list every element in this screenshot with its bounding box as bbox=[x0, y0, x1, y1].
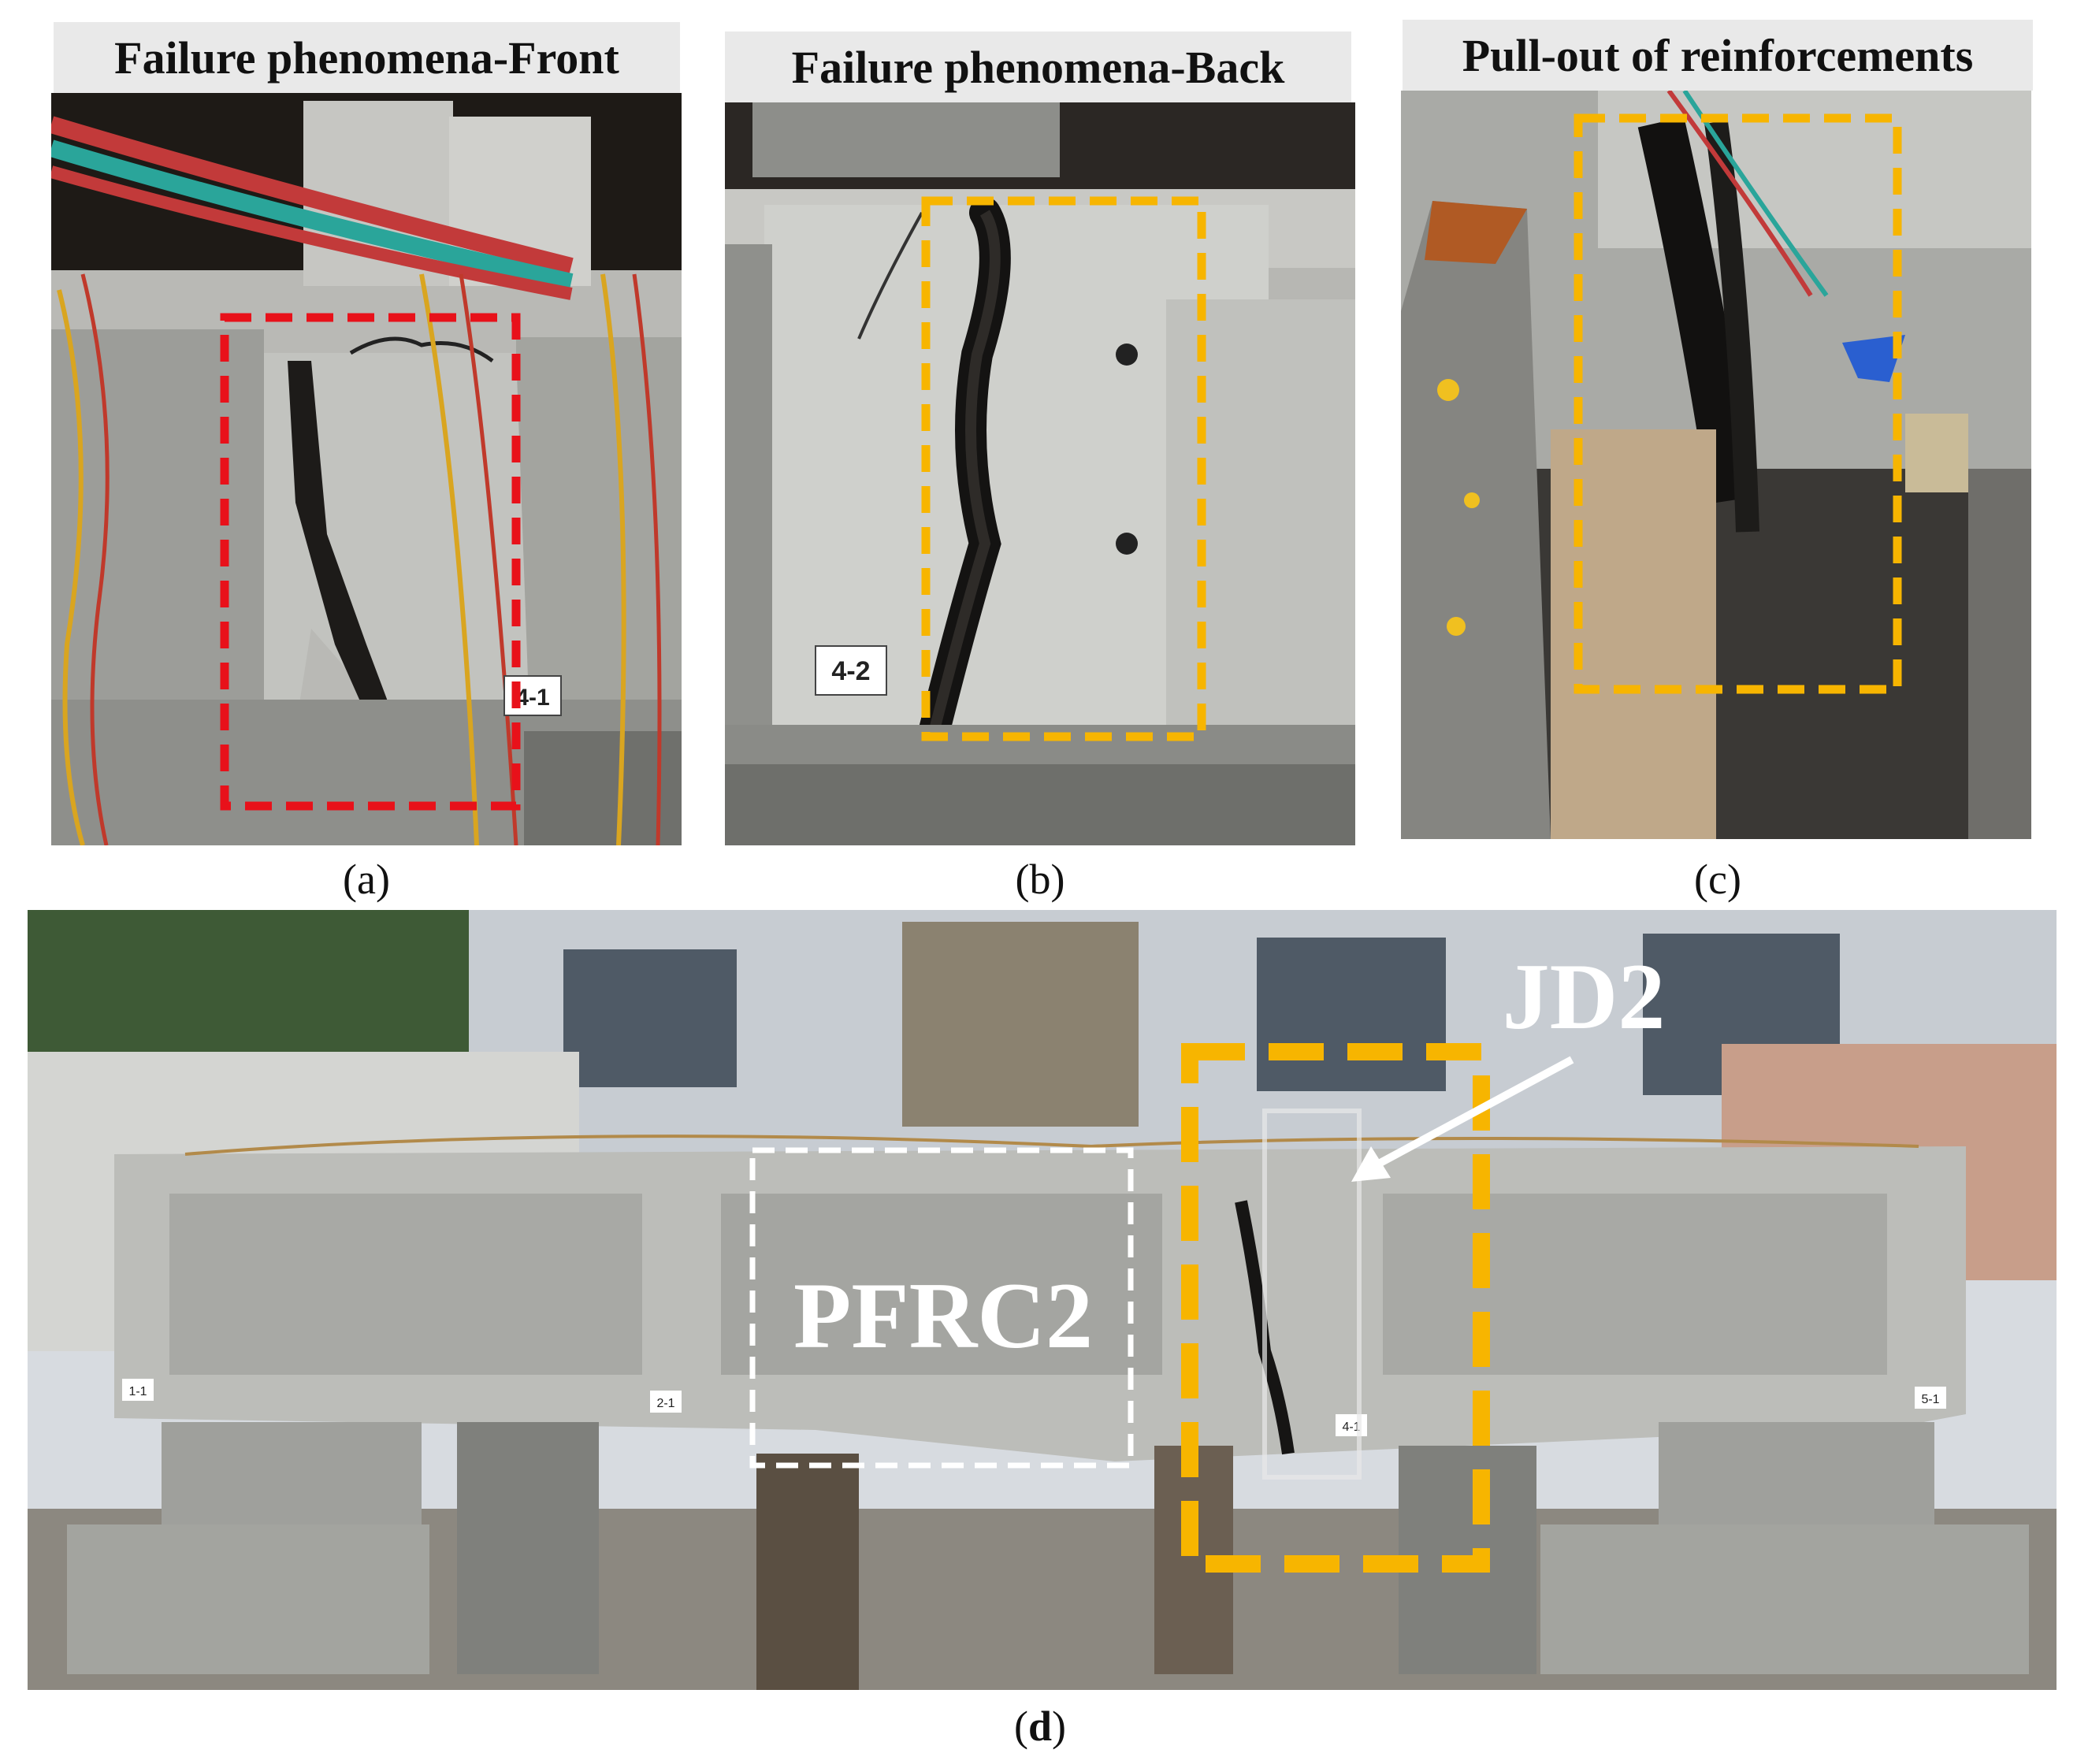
white-dashed-box bbox=[749, 1147, 1134, 1469]
orange-dashed-box-b bbox=[921, 196, 1206, 741]
panel-c-photo bbox=[1401, 91, 2031, 839]
panel-c-title: Pull-out of reinforcements bbox=[1403, 20, 2033, 91]
panel-b-caption: (b) bbox=[1015, 856, 1065, 903]
orange-dashed-box-c bbox=[1574, 113, 1902, 694]
panel-b-tag: 4-2 bbox=[831, 656, 870, 686]
panel-b-title: Failure phenomena-Back bbox=[725, 32, 1351, 102]
pfrc2-label: PFRC2 bbox=[793, 1263, 1093, 1368]
panel-a-tag: 4-1 bbox=[515, 685, 549, 711]
jd2-inner-box bbox=[1262, 1109, 1362, 1480]
tag-1: 1-1 bbox=[128, 1385, 147, 1398]
tag-3: 4-1 bbox=[1342, 1420, 1360, 1434]
tag-2: 2-1 bbox=[656, 1397, 674, 1410]
panel-b-photo: 4-2 bbox=[725, 102, 1355, 845]
jd2-label: JD2 bbox=[1503, 944, 1666, 1049]
jd2-arrow bbox=[1365, 1056, 1574, 1174]
panel-d-caption: (d) bbox=[1013, 1703, 1066, 1750]
panel-a-title: Failure phenomena-Front bbox=[54, 22, 680, 93]
red-dashed-box bbox=[220, 313, 521, 811]
tag-4: 5-1 bbox=[1921, 1393, 1939, 1406]
panel-c-caption: (c) bbox=[1694, 856, 1741, 903]
panel-a-caption: (a) bbox=[343, 856, 390, 903]
panel-d-photo: 1-1 2-1 4-1 5-1 PFRC2 JD2 bbox=[28, 910, 2057, 1690]
orange-dashed-box-d bbox=[1181, 1043, 1490, 1573]
panel-a-photo: 4-1 bbox=[51, 93, 682, 845]
